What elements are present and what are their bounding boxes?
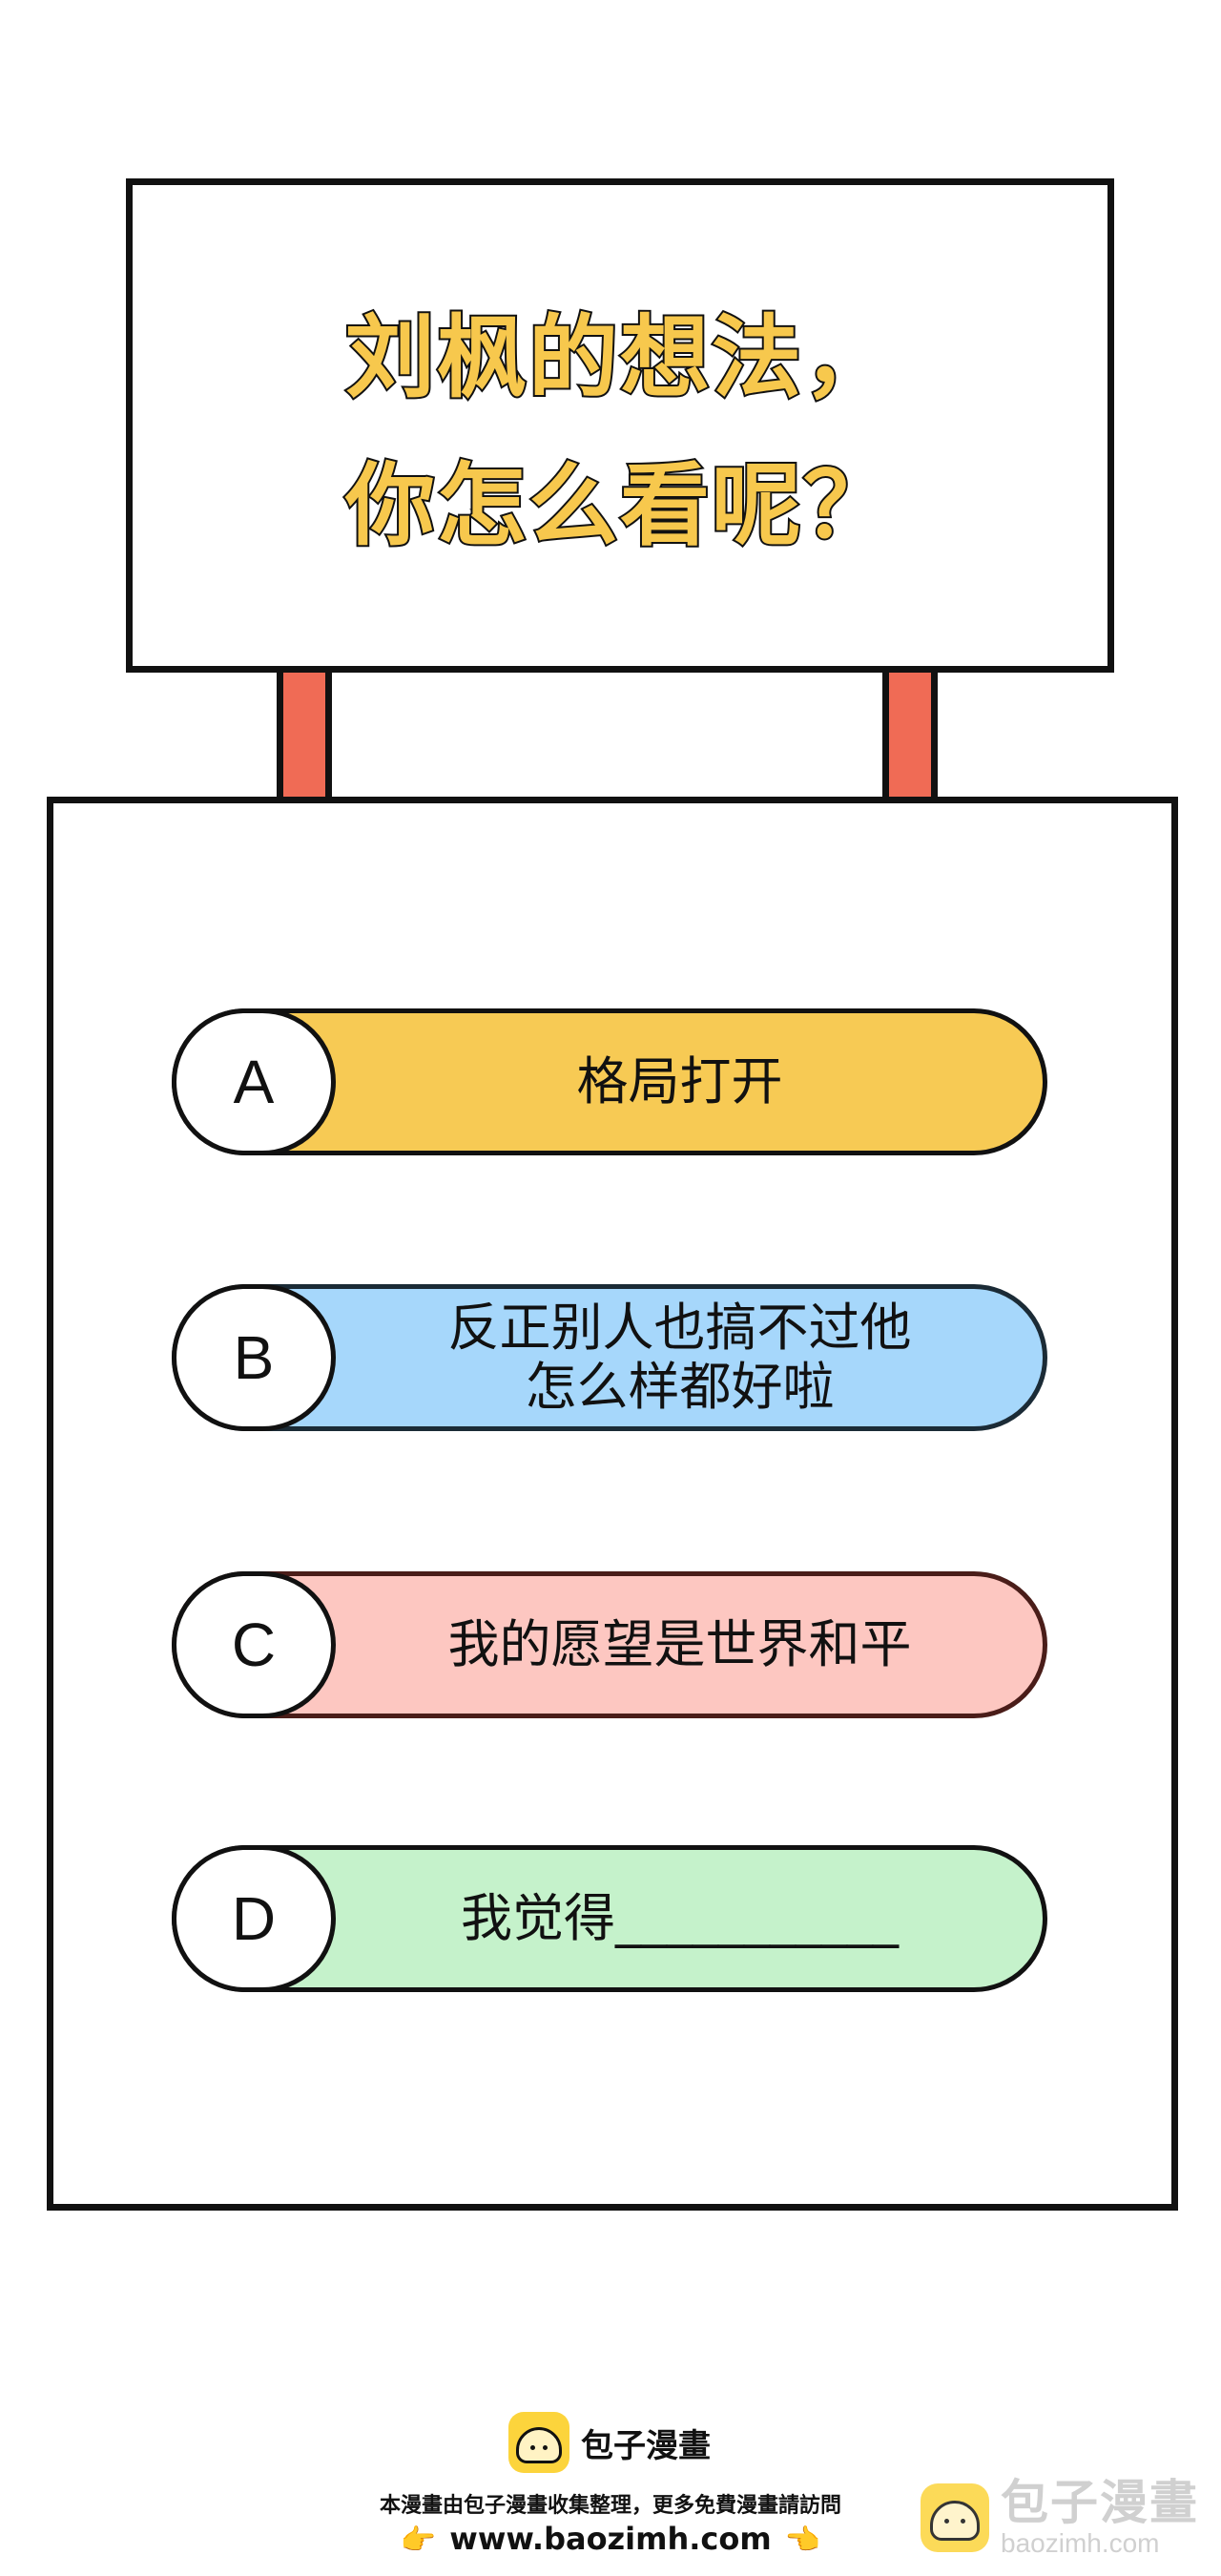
question-title-line2: 你怎么看呢？ bbox=[343, 454, 895, 558]
option-c-letter: C bbox=[231, 1610, 277, 1679]
question-title-line1: 刘枫的想法， bbox=[343, 306, 895, 410]
option-d-text: 我觉得___________ bbox=[336, 1850, 1024, 1987]
option-c[interactable]: C 我的愿望是世界和平 bbox=[172, 1571, 1047, 1718]
watermark-en: baozimh.com bbox=[1001, 2528, 1160, 2558]
option-a-letter-circle: A bbox=[172, 1008, 336, 1155]
pointing-left-hand-icon: 👈 bbox=[784, 2524, 821, 2557]
option-d[interactable]: D 我觉得___________ bbox=[172, 1845, 1047, 1992]
option-a-line1: 格局打开 bbox=[576, 1050, 783, 1111]
option-a-letter: A bbox=[233, 1048, 275, 1116]
footer-url-row: 👉 www.baozimh.com 👈 bbox=[0, 2521, 1221, 2557]
option-b-text: 反正别人也搞不过他 怎么样都好啦 bbox=[336, 1289, 1024, 1426]
option-d-letter: D bbox=[231, 1884, 277, 1953]
option-b[interactable]: B 反正别人也搞不过他 怎么样都好啦 bbox=[172, 1284, 1047, 1431]
brand-name: 包子漫畫 bbox=[581, 2426, 711, 2465]
watermark-cn: 包子漫畫 bbox=[1001, 2475, 1199, 2530]
watermark: 包子漫畫 baozimh.com bbox=[921, 2479, 1199, 2557]
option-c-text: 我的愿望是世界和平 bbox=[336, 1576, 1024, 1714]
option-b-letter-circle: B bbox=[172, 1284, 336, 1431]
option-b-letter: B bbox=[233, 1323, 275, 1392]
footer-url-link[interactable]: www.baozimh.com bbox=[449, 2521, 772, 2557]
option-b-line2: 怎么样都好啦 bbox=[525, 1357, 835, 1417]
sign-post-right bbox=[882, 673, 938, 800]
option-d-line1: 我觉得___________ bbox=[461, 1887, 899, 1948]
question-sign: 刘枫的想法， 你怎么看呢？ bbox=[126, 178, 1114, 673]
sign-post-left bbox=[277, 673, 332, 800]
option-c-line1: 我的愿望是世界和平 bbox=[447, 1613, 912, 1674]
option-c-letter-circle: C bbox=[172, 1571, 336, 1718]
pointing-right-hand-icon: 👉 bbox=[400, 2524, 437, 2557]
footer-note: 本漫畫由包子漫畫收集整理，更多免費漫畫請訪問 bbox=[379, 2494, 841, 2518]
bun-logo-icon bbox=[508, 2412, 569, 2473]
option-a-text: 格局打开 bbox=[336, 1013, 1024, 1151]
option-d-letter-circle: D bbox=[172, 1845, 336, 1992]
footer-brand[interactable]: 包子漫畫 bbox=[508, 2412, 711, 2473]
watermark-bun-logo-icon bbox=[921, 2483, 989, 2552]
option-b-line1: 反正别人也搞不过他 bbox=[447, 1297, 912, 1358]
option-a[interactable]: A 格局打开 bbox=[172, 1008, 1047, 1155]
